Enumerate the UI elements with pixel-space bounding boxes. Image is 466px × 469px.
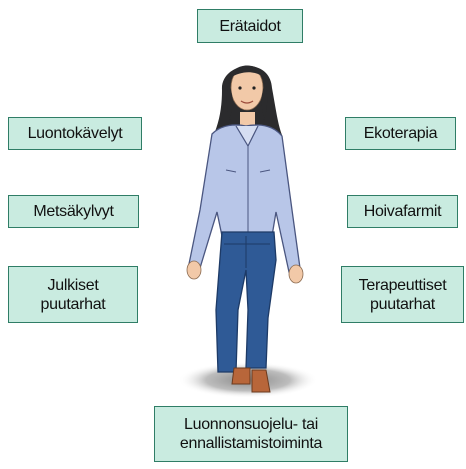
box-julkiset-puutarhat: Julkiset puutarhat bbox=[8, 266, 138, 323]
walking-person-illustration bbox=[150, 48, 320, 403]
box-metsakylvyt: Metsäkylvyt bbox=[8, 195, 139, 228]
box-luonnonsuojelu: Luonnonsuojelu- tai ennallistamistoimint… bbox=[154, 406, 348, 462]
box-terapeuttiset-puutarhat: Terapeuttiset puutarhat bbox=[341, 266, 464, 323]
shoe-left bbox=[232, 368, 250, 384]
box-luontokavelyt: Luontokävelyt bbox=[8, 117, 142, 150]
box-hoivafarmit: Hoivafarmit bbox=[347, 195, 458, 228]
box-eratidot: Erätaidot bbox=[197, 9, 303, 43]
box-ekoterapia: Ekoterapia bbox=[345, 117, 456, 150]
